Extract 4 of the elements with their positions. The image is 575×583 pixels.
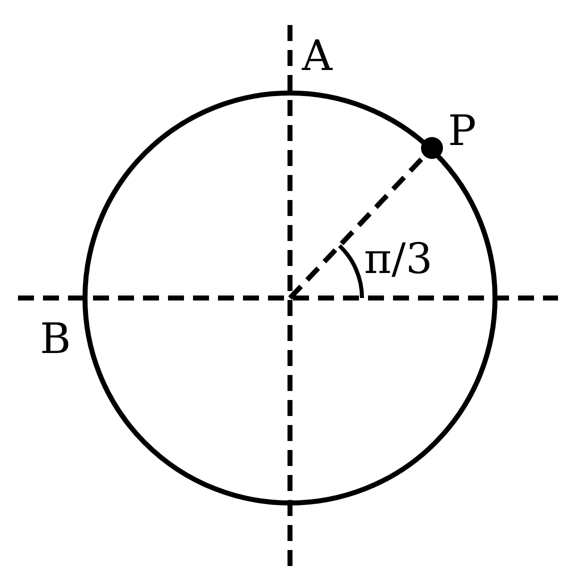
point-label: A — [302, 35, 332, 77]
angle-label: π/3 — [364, 238, 432, 280]
point-label: B — [40, 318, 71, 360]
point-label: P — [448, 110, 476, 152]
